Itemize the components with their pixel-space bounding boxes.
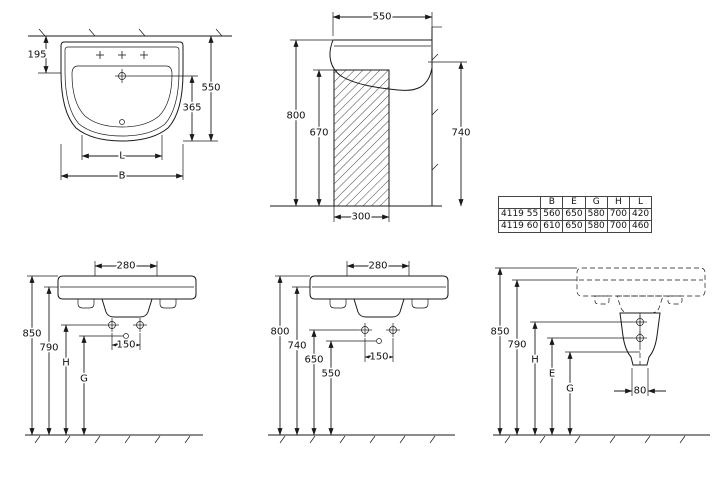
dim-label-365: 365 [182,103,201,114]
plan-view: 195 550 365 L B [26,28,232,183]
dim-label-550-depth: 550 [201,83,220,94]
bowl-underside [353,298,405,318]
basin-hidden-outline [576,267,706,297]
plan-dimensions: 195 550 365 L B [26,35,222,183]
value-cell: 560 [540,208,564,221]
front-view-left: 280 150 850 790 H G [21,259,203,444]
front-view-middle: 280 150 800 740 650 550 [268,259,455,444]
dim-label-300: 300 [351,212,370,223]
col-header-E: E [562,196,586,209]
basin-bowl [71,65,173,128]
table-header-row: B E G H L [497,196,653,209]
dim-label-670: 670 [309,128,328,139]
drain-mark [119,119,125,125]
dim-label-790: 790 [507,340,526,351]
value-cell: 610 [540,220,564,233]
tap-hole-marks [95,50,149,60]
dim-label-H: H [62,358,70,369]
value-cell: 650 [562,220,586,233]
outlet-mark [123,333,129,339]
dim-label-740: 740 [287,341,306,352]
mount-tab-left [594,295,610,305]
basin-body [57,275,197,300]
value-cell: 420 [628,208,653,221]
fixing-hole-icon [104,317,120,333]
dim-label-E: E [549,369,555,380]
dimension-table: B E G H L 4119 55 560 650 580 700 420 41… [497,196,653,233]
basin-profile [329,39,433,91]
floor-line [25,434,203,444]
mount-tab-left [329,298,347,309]
dim-label-150: 150 [116,340,135,351]
dim-label-550: 550 [321,369,340,380]
dim-label-B: B [119,171,126,182]
fixing-hole-icon [385,322,401,338]
value-cell: 700 [606,220,630,233]
dim-label-800: 800 [270,327,289,338]
dim-label-L: L [119,151,125,162]
dim-label-550-top: 550 [372,12,391,23]
col-header-H: H [606,196,630,209]
pedestal-section-hatched [333,69,390,207]
table-corner-cell [497,196,542,209]
dim-label-280: 280 [368,261,387,272]
fixing-hole-icon [357,322,373,338]
value-cell: 580 [584,208,608,221]
fixing-hole-icon [632,314,648,330]
fixing-hole-icon [632,330,648,346]
dim-label-650: 650 [304,355,323,366]
side-view: 550 800 670 740 300 [270,10,473,225]
dim-label-280: 280 [116,261,135,272]
model-cell: 4119 55 [497,208,542,221]
value-cell: 580 [584,220,608,233]
dim-label-850: 850 [22,329,41,340]
dim-label-150: 150 [369,352,388,363]
dim-label-800: 800 [286,111,305,122]
bowl-underside [616,295,664,314]
dim-label-H: H [531,355,539,366]
mount-tab-right [159,298,177,309]
basin-body [309,275,449,300]
col-header-L: L [628,196,653,209]
front-middle-dimensions: 280 150 800 740 650 550 [269,259,410,436]
side-dimensions: 550 800 670 740 300 [285,10,473,225]
col-header-G: G [584,196,608,209]
front-right-dimensions: 80 850 790 H E G [489,267,666,436]
dim-label-790: 790 [39,343,58,354]
basin-outline [60,41,184,142]
outlet-mark [376,338,382,344]
model-cell: 4119 60 [497,220,542,233]
floor-line [268,434,455,444]
basin-rim-line [64,46,180,137]
mount-tab-left [77,298,95,309]
bowl-underside [101,298,153,318]
table-row: 4119 60 610 650 580 700 460 [497,220,653,233]
floor-line [493,434,710,444]
mount-tab-right [667,295,683,305]
front-view-right: 80 850 790 H E G [489,267,710,444]
fixing-hole-icon [132,317,148,333]
faucet-hole-icon [114,68,130,84]
dim-label-G: G [80,374,88,385]
dim-label-80: 80 [634,386,647,397]
front-left-dimensions: 280 150 850 790 H G [21,259,158,436]
table-row: 4119 55 560 650 580 700 420 [497,208,653,221]
mount-tab-right [411,298,429,309]
value-cell: 460 [628,220,653,233]
value-cell: 700 [606,208,630,221]
value-cell: 650 [562,208,586,221]
pedestal-front [619,312,661,366]
dim-label-G: G [566,384,574,395]
wall-line [28,28,232,37]
dim-label-850: 850 [490,327,509,338]
dim-label-740: 740 [451,128,470,139]
dim-label-195: 195 [27,50,46,61]
col-header-B: B [540,196,564,209]
